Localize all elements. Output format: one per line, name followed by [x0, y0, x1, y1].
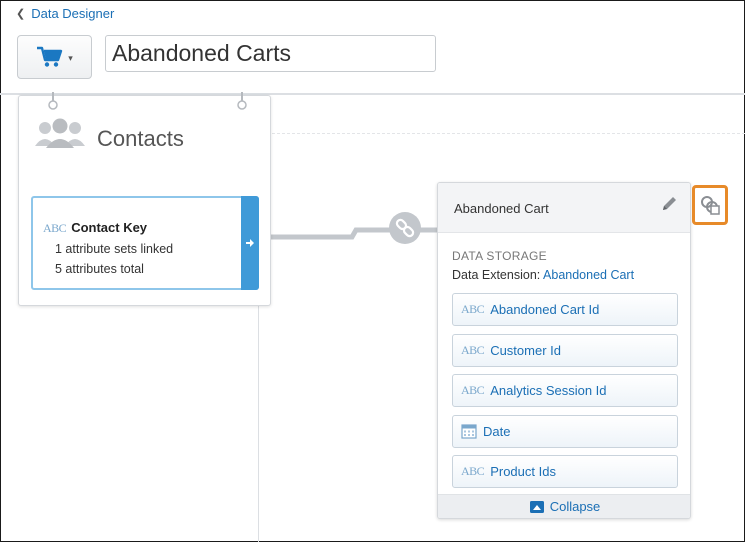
- field-customer-id[interactable]: ABC Customer Id: [452, 334, 678, 367]
- text-type-icon: ABC: [461, 343, 485, 357]
- data-extension-line: Data Extension: Abandoned Cart: [452, 268, 634, 282]
- attributes-count: 5 attributes total: [55, 262, 144, 276]
- field-label: Abandoned Cart Id: [490, 302, 600, 317]
- link-relationship-icon: [701, 196, 720, 215]
- field-abandoned-cart-id[interactable]: ABC Abandoned Cart Id: [452, 293, 678, 326]
- canvas-top-border: [0, 93, 745, 95]
- field-label: Product Ids: [490, 464, 556, 479]
- data-extension-link[interactable]: Abandoned Cart: [543, 268, 635, 282]
- breadcrumb-link[interactable]: Data Designer: [31, 6, 115, 21]
- field-date[interactable]: Date: [452, 415, 678, 448]
- field-label: Date: [483, 424, 511, 439]
- collapse-label: Collapse: [549, 499, 601, 514]
- attribute-group-icon-button[interactable]: ▾: [17, 35, 92, 79]
- linked-sets-count: 1 attribute sets linked: [55, 242, 174, 256]
- cart-card-header: Abandoned Cart: [438, 183, 690, 233]
- canvas-guide-line: [272, 133, 745, 134]
- contacts-title: Contacts: [97, 126, 184, 151]
- shopping-cart-icon: [37, 46, 63, 67]
- arrow-right-icon: [246, 239, 254, 247]
- field-label: Customer Id: [490, 343, 561, 358]
- relationship-button[interactable]: [692, 185, 728, 225]
- caret-down-icon: ▾: [68, 52, 73, 63]
- breadcrumb[interactable]: ❮ Data Designer: [16, 6, 114, 21]
- attribute-group-name-input[interactable]: [105, 35, 436, 72]
- field-analytics-session-id[interactable]: ABC Analytics Session Id: [452, 374, 678, 407]
- pin-icon: [48, 92, 58, 110]
- chevron-left-icon: ❮: [16, 8, 26, 20]
- contact-key-expand-tab[interactable]: [241, 196, 259, 290]
- canvas-divider: [258, 300, 259, 542]
- calendar-icon: [461, 424, 477, 439]
- text-type-icon: ABC: [43, 221, 67, 235]
- contacts-card[interactable]: Contacts ABC Contact Key 1 attribute set…: [18, 92, 271, 306]
- collapse-icon: [529, 500, 544, 513]
- people-icon: [35, 118, 85, 148]
- field-product-ids[interactable]: ABC Product Ids: [452, 455, 678, 488]
- field-label: Analytics Session Id: [490, 383, 607, 398]
- pin-icon: [237, 92, 247, 110]
- data-extension-prefix: Data Extension:: [452, 268, 544, 282]
- contact-key-title: Contact Key: [71, 220, 148, 235]
- pencil-icon[interactable]: [660, 195, 678, 213]
- contact-key-box[interactable]: ABC Contact Key 1 attribute sets linked …: [31, 196, 259, 290]
- text-type-icon: ABC: [461, 302, 485, 316]
- cart-card-title: Abandoned Cart: [454, 201, 549, 216]
- link-icon[interactable]: [388, 211, 422, 245]
- text-type-icon: ABC: [461, 464, 485, 478]
- text-type-icon: ABC: [461, 383, 485, 397]
- collapse-button[interactable]: Collapse: [438, 494, 690, 518]
- abandoned-cart-card[interactable]: Abandoned Cart DATA STORAGE Data Extensi…: [437, 182, 691, 519]
- data-storage-label: DATA STORAGE: [452, 249, 547, 263]
